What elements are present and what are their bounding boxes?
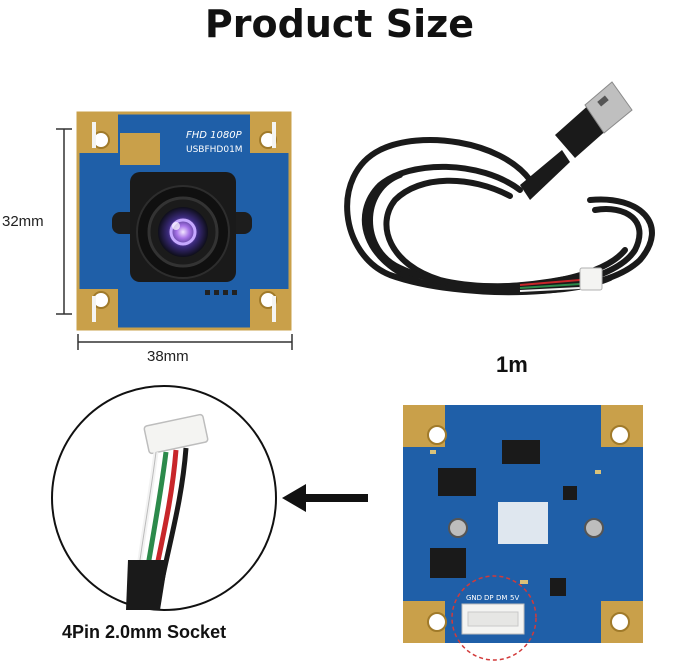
pin-label-dm: DM — [496, 594, 507, 602]
pin-label-5v: 5V — [510, 594, 519, 602]
width-dimension-label: 38mm — [147, 348, 189, 365]
silk-part-label: USBFHD01M — [186, 145, 243, 155]
camera-lens — [158, 207, 208, 257]
socket-label: 4Pin 2.0mm Socket — [62, 622, 227, 642]
silk-model-label: FHD 1080P — [186, 130, 243, 141]
pin-label-gnd: GND — [466, 594, 482, 602]
socket-zoom-circle — [51, 385, 277, 611]
dimension-height — [56, 128, 72, 315]
socket-highlight-circle — [451, 575, 537, 661]
dimension-width — [77, 334, 293, 350]
pointing-arrow — [282, 484, 368, 512]
front-camera-board: FHD 1080P USBFHD01M — [76, 111, 292, 331]
usb-cable — [344, 81, 655, 296]
cable-length-label: 1m — [496, 352, 528, 377]
height-dimension-label: 32mm — [2, 213, 44, 230]
page-title: Product Size — [204, 2, 475, 46]
pin-label-dp: DP — [484, 594, 494, 602]
back-circuit-board: GND DP DM 5V — [403, 405, 643, 661]
